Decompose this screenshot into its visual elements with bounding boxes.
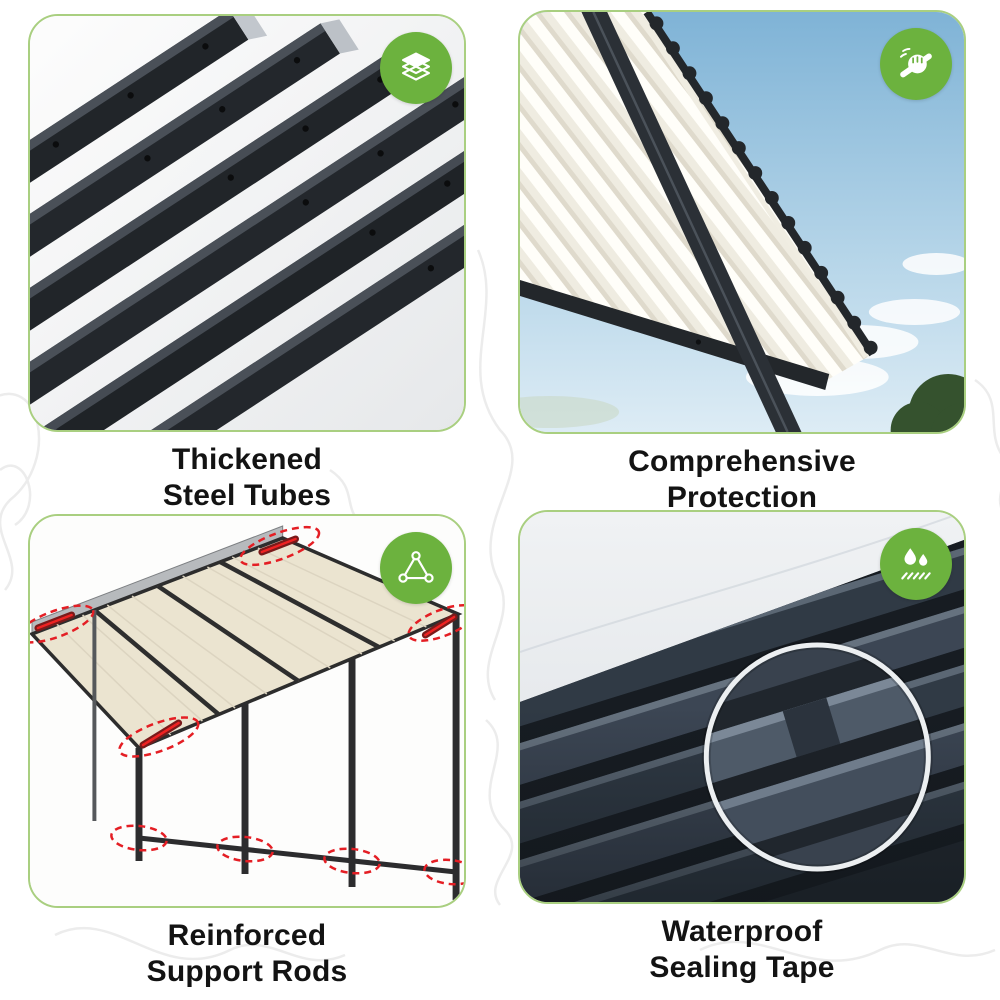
steel-tubes-photo bbox=[28, 14, 466, 432]
water-drops-icon bbox=[901, 548, 931, 580]
feature-card-waterproof-sealing-tape: Waterproof Sealing Tape bbox=[518, 510, 966, 986]
metal-sheet-art bbox=[520, 512, 964, 902]
caption-reinforced-support-rods: Reinforced Support Rods bbox=[28, 918, 466, 990]
rafters bbox=[92, 560, 380, 716]
front-posts bbox=[135, 614, 460, 900]
caption-line: Comprehensive bbox=[628, 445, 856, 478]
metal-sheet-photo bbox=[518, 510, 966, 904]
feature-card-comprehensive-protection: Comprehensive Protection bbox=[518, 10, 966, 516]
fist-grip-badge bbox=[880, 28, 952, 100]
caption-line: Reinforced bbox=[167, 919, 327, 952]
steel-tube bbox=[30, 67, 464, 430]
caption-line: Sealing Tape bbox=[649, 951, 835, 984]
caption-waterproof-sealing-tape: Waterproof Sealing Tape bbox=[518, 914, 966, 986]
corner-braces bbox=[34, 535, 458, 749]
roof-edge-art bbox=[520, 12, 964, 432]
steel-tube bbox=[30, 97, 464, 430]
support-beam bbox=[581, 12, 802, 432]
feature-card-reinforced-support-rods: Reinforced Support Rods bbox=[28, 514, 466, 990]
scalloped-edge bbox=[637, 12, 878, 359]
layers-icon bbox=[401, 52, 431, 81]
feature-card-thickened-steel-tubes: Thickened Steel Tubes bbox=[28, 14, 466, 514]
carport-diagram bbox=[28, 514, 466, 908]
caption-line: Waterproof bbox=[661, 915, 823, 948]
carport-diagram-art bbox=[30, 516, 464, 906]
fist-grip-icon bbox=[899, 47, 932, 78]
steel-tube bbox=[30, 16, 268, 389]
support-rod bbox=[138, 835, 457, 875]
corrugated-panel bbox=[520, 12, 873, 380]
caption-line: Protection bbox=[666, 481, 818, 514]
water-drops-badge bbox=[880, 528, 952, 600]
highlight-ellipses bbox=[30, 525, 464, 886]
steel-tube bbox=[30, 133, 464, 430]
caption-thickened-steel-tubes: Thickened Steel Tubes bbox=[28, 442, 466, 514]
zoom-circle bbox=[701, 640, 933, 874]
caption-comprehensive-protection: Comprehensive Protection bbox=[518, 444, 966, 516]
layers-badge bbox=[380, 32, 452, 104]
caption-line: Thickened bbox=[171, 443, 323, 476]
roof-edge-photo bbox=[518, 10, 966, 434]
steel-tube bbox=[30, 19, 359, 430]
foliage bbox=[890, 374, 964, 432]
triangle-frame-badge bbox=[380, 532, 452, 604]
triangle-frame-icon bbox=[398, 551, 434, 583]
caption-line: Steel Tubes bbox=[162, 479, 332, 512]
caption-line: Support Rods bbox=[146, 955, 348, 988]
steel-tubes-art bbox=[30, 16, 464, 430]
